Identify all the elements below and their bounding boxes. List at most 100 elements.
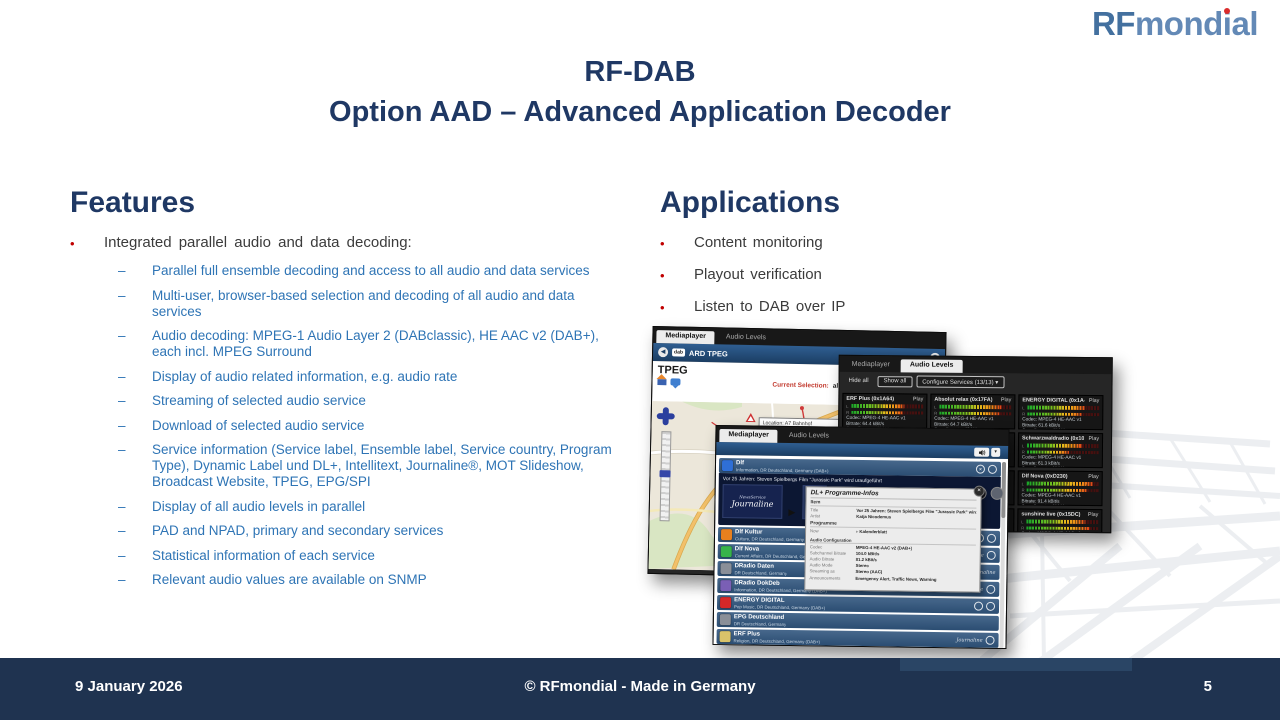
play-icon[interactable]: ▶: [788, 506, 796, 518]
title-line1: RF-DAB: [584, 56, 696, 88]
red-bullet-icon: •: [660, 300, 665, 315]
dash-bullet-icon: –: [118, 442, 126, 457]
tab-audio-levels[interactable]: Audio Levels: [725, 333, 767, 342]
service-logo-icon: [719, 614, 731, 626]
hide-all-button[interactable]: Hide all: [848, 377, 869, 385]
dlplus-artist-value: Katja Nicodemus: [856, 514, 892, 520]
feature-item: –Display of audio related information, e…: [118, 368, 458, 384]
red-bullet-icon: •: [660, 236, 665, 251]
journaline-badge: Journaline: [956, 636, 983, 644]
back-button[interactable]: ◀: [657, 347, 669, 358]
current-selection-label: Current Selection:: [772, 381, 829, 390]
service-logo-icon: [720, 563, 732, 575]
level-meter-left: [1026, 481, 1099, 486]
player-toolbar: ▾: [716, 441, 1009, 460]
logo-rf: RF: [1091, 5, 1136, 42]
service-row[interactable]: EPG Deutschland DR Deutschland, Germany: [716, 611, 999, 631]
message-bubble-icon[interactable]: [670, 378, 681, 386]
chevron-down-icon: ▾: [995, 379, 999, 386]
level-meter-left: [1026, 443, 1100, 448]
service-logo-icon: [720, 546, 732, 558]
tab-audio-levels[interactable]: Audio Levels: [900, 359, 963, 373]
play-button[interactable]: Play: [1000, 397, 1012, 404]
features-bullet: • Integrated parallel audio and data dec…: [70, 234, 412, 251]
play-button[interactable]: Play: [1087, 511, 1099, 519]
dlplus-now-value: Kalenderblatt: [859, 529, 887, 535]
volume-dropdown-button[interactable]: ▾: [991, 447, 1001, 457]
red-bullet-icon: •: [70, 236, 75, 251]
speaker-icon: [978, 449, 985, 455]
expand-icon[interactable]: [973, 601, 984, 611]
service-logo-icon: [719, 648, 731, 650]
level-panel: ERF Plus (0x1A64)Play L R Codec: MPEG-4 …: [842, 392, 928, 429]
info-icon[interactable]: [986, 533, 997, 543]
camera-icon[interactable]: [990, 486, 1004, 500]
level-panel: sunshine live (0x15DC)Play L R Codec: MP…: [1017, 508, 1103, 534]
level-meter-right: [939, 411, 1012, 416]
close-icon[interactable]: ✕: [975, 464, 986, 474]
applications-heading: Applications: [660, 186, 841, 219]
dash-bullet-icon: –: [118, 523, 126, 538]
feature-item: –Service information (Service label, Ens…: [118, 442, 612, 489]
info-icon[interactable]: [986, 584, 996, 594]
service-row[interactable]: ENERGY DIGITAL Pop Music, DR Deutschland…: [716, 594, 1000, 614]
tab-mediaplayer[interactable]: Mediaplayer: [656, 330, 716, 345]
journaline-slideshow-thumbnail[interactable]: NewsService Journaline ▶: [722, 484, 795, 519]
close-icon[interactable]: ✕: [973, 485, 985, 497]
features-section: Features • Integrated parallel audio and…: [70, 186, 660, 597]
service-logo-icon: [721, 460, 734, 472]
red-bullet-icon: •: [660, 268, 665, 283]
application-item: •Playout verification: [660, 266, 822, 283]
feature-item: –Statistical information of each service: [118, 547, 375, 563]
tab-audio-levels[interactable]: Audio Levels: [788, 431, 830, 440]
level-meter-left: [939, 404, 1012, 410]
traffic-warning-icon[interactable]: [745, 412, 756, 423]
info-icon[interactable]: [986, 550, 996, 560]
feature-item: –Display of all audio levels in parallel: [118, 498, 366, 514]
application-item: •Content monitoring: [660, 234, 823, 251]
dash-bullet-icon: –: [118, 393, 126, 408]
dash-bullet-icon: –: [118, 498, 126, 514]
level-panel: Schwarzwaldradio (0x100D)Play L R Codec:…: [1017, 432, 1104, 469]
zoom-knob[interactable]: [659, 470, 671, 478]
levels-toolbar: Hide all Show all Configure Services (13…: [839, 371, 1112, 393]
home-icon[interactable]: [657, 379, 667, 386]
service-logo-icon: [719, 631, 731, 643]
dash-bullet-icon: –: [118, 287, 126, 303]
play-button[interactable]: Play: [1088, 397, 1100, 405]
level-meter-left: [851, 404, 924, 409]
dash-bullet-icon: –: [118, 547, 126, 563]
show-all-button[interactable]: Show all: [877, 375, 913, 387]
service-logo-icon: [720, 580, 732, 592]
player-body: Dlf Information, DR Deutschland, Germany…: [713, 454, 1009, 650]
info-icon[interactable]: [985, 601, 996, 611]
map-zoom-slider[interactable]: [659, 431, 672, 522]
service-logo-icon: [720, 529, 733, 541]
tpeg-header-title: ARD TPEG: [688, 348, 728, 359]
slide-footer: 9 January 2026 © RFmondial - Made in Ger…: [0, 658, 1280, 720]
feature-item: –Audio decoding: MPEG-1 Audio Layer 2 (D…: [118, 328, 599, 359]
info-icon[interactable]: [987, 464, 998, 474]
feature-item: –Download of selected audio service: [118, 417, 365, 433]
level-meter-left: [1026, 519, 1099, 524]
play-button[interactable]: Play: [1088, 435, 1100, 443]
level-panel: Dlf Nova (0xD230)Play L R Codec: MPEG-4 …: [1017, 470, 1103, 507]
volume-button[interactable]: [974, 447, 990, 457]
play-button[interactable]: Play: [1088, 473, 1099, 481]
feature-item: –Multi-user, browser-based selection and…: [118, 287, 575, 319]
logo-al: al: [1231, 5, 1258, 42]
play-button[interactable]: Play: [912, 396, 924, 403]
logo-mond: mond: [1134, 5, 1223, 42]
service-logo-icon: [719, 597, 732, 609]
application-item: •Listen to DAB over IP: [660, 298, 846, 315]
service-row[interactable]: ERF Plus Religion, DR Deutschland, Germa…: [716, 628, 999, 648]
configure-services-dropdown[interactable]: Configure Services (13/13) ▾: [916, 375, 1005, 389]
tab-mediaplayer[interactable]: Mediaplayer: [719, 429, 778, 443]
tab-mediaplayer[interactable]: Mediaplayer: [851, 360, 890, 369]
map-pan-control[interactable]: [656, 407, 675, 426]
info-icon[interactable]: [985, 635, 995, 645]
dash-bullet-icon: –: [118, 368, 126, 384]
level-meter-right: [1027, 412, 1100, 417]
features-list: –Parallel full ensemble decoding and acc…: [70, 263, 660, 588]
